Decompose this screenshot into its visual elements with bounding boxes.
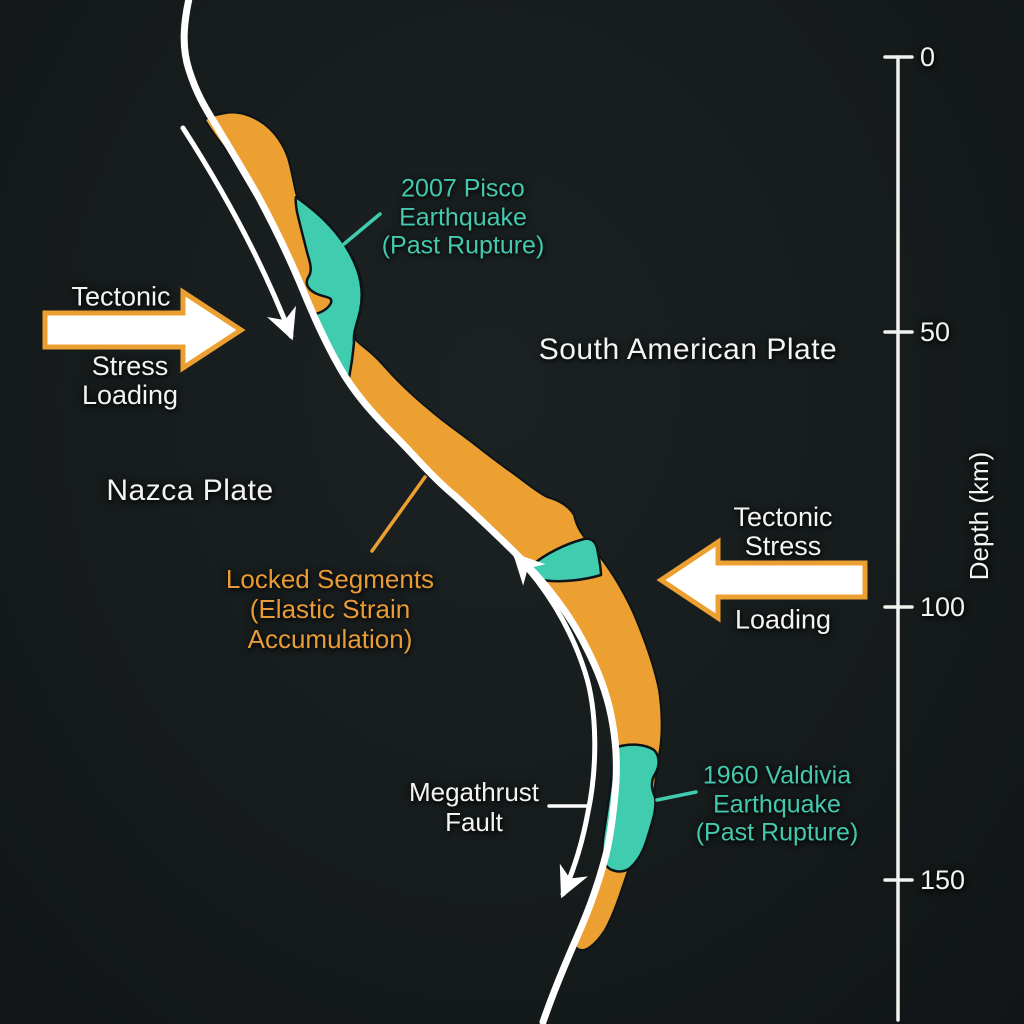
label-line: 2007 Pisco [401, 174, 525, 203]
locked-segments-label: Locked Segments (Elastic Strain Accumula… [226, 564, 434, 654]
depth-axis-title: Depth (km) [964, 451, 994, 581]
depth-tick-label-100: 100 [920, 592, 966, 622]
label-line: (Past Rupture) [381, 231, 545, 260]
valdivia-leader-line [655, 790, 698, 802]
nazca-plate-label: Nazca Plate [106, 474, 274, 507]
stress-left-caption: Stress Loading [82, 352, 178, 410]
label-line: (Elastic Strain [249, 594, 411, 624]
label-line: Stress [91, 351, 169, 381]
pisco-earthquake-label: 2007 Pisco Earthquake (Past Rupture) [382, 174, 545, 260]
label-line: Locked Segments [225, 564, 435, 594]
south-american-plate-label: South American Plate [538, 333, 838, 366]
locked-leader-line [370, 475, 427, 553]
depth-tick-label-50: 50 [920, 317, 951, 347]
label-line: (Past Rupture) [695, 818, 859, 847]
label-line: 1960 Valdivia [702, 761, 852, 790]
valdivia-earthquake-label: 1960 Valdivia Earthquake (Past Rupture) [696, 761, 859, 847]
label-line: Accumulation) [247, 624, 413, 654]
label-line: Tectonic [733, 502, 833, 532]
stress-arrow-right [656, 537, 868, 623]
stress-right-title: Tectonic Stress [733, 503, 832, 561]
label-line: Megathrust [408, 777, 540, 807]
depth-tick-label-150: 150 [920, 865, 966, 895]
label-line: Stress [744, 531, 822, 561]
label-line: Fault [445, 807, 503, 837]
label-line: Loading [81, 380, 179, 410]
slab-motion-arrow [180, 125, 296, 341]
fault-slip-arrow [512, 552, 598, 899]
stress-left-title: Tectonic [71, 281, 171, 312]
depth-tick-label-0: 0 [920, 42, 936, 72]
megathrust-fault-line [180, 0, 620, 1024]
label-line: Earthquake [713, 789, 841, 818]
pisco-leader-line [342, 212, 382, 246]
label-line: Earthquake [399, 202, 527, 231]
stress-arrow-left [42, 287, 246, 373]
stress-right-caption: Loading [734, 604, 832, 635]
megathrust-fault-label: Megathrust Fault [409, 777, 539, 837]
